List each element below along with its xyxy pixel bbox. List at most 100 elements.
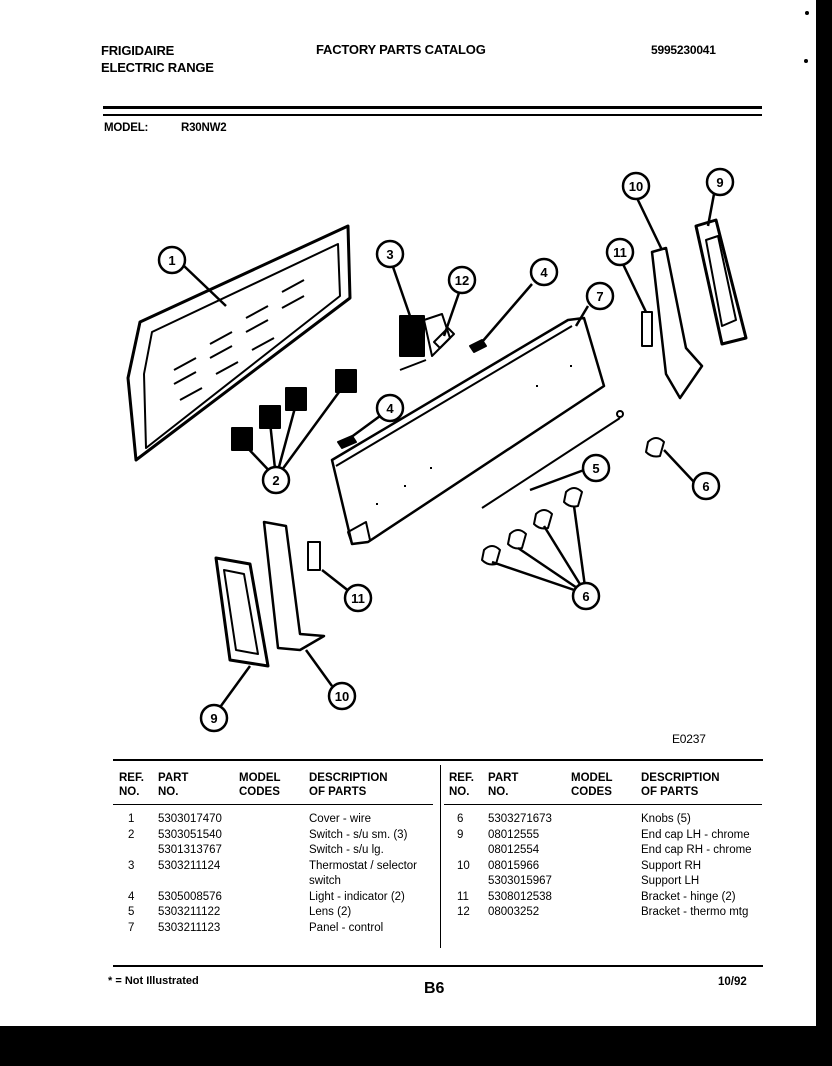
scan-speck [805,11,809,15]
table-cell-description: Switch - s/u sm. (3) [309,828,408,841]
table-cell-part-no: 5303017470 [158,813,222,825]
callout-5 [529,453,611,492]
svg-text:6: 6 [582,589,589,604]
callout-9b [199,665,252,733]
part-knobs [481,437,665,566]
not-illustrated-note: * = Not Illustrated [108,975,199,987]
header-rule-thick [103,106,762,109]
callout-4b [349,393,405,440]
svg-text:9: 9 [716,175,723,190]
svg-text:9: 9 [210,711,217,726]
header-ref-no-right: REF.NO. [449,772,474,798]
table-cell-description: Lens (2) [309,906,352,918]
svg-text:5: 5 [592,461,599,476]
part-cover-wire [126,224,352,462]
brand-name: FRIGIDAIRE [101,43,175,58]
table-cell-ref-no: 4 [128,890,135,903]
catalog-date: 10/92 [718,976,747,988]
table-cell-part-no: 5303211124 [158,859,221,872]
table-cell-ref-no: 5 [128,906,135,918]
table-cell-ref-no: 1 [128,813,135,825]
svg-text:11: 11 [351,591,365,606]
header-rule-thin [103,114,762,116]
svg-text:7: 7 [596,289,603,304]
table-cell-description: End cap RH - chrome [641,844,752,856]
table-cell-description: Support RH [641,859,702,872]
table-cell-description: Panel - control [309,921,384,934]
callout-6a [663,449,721,501]
table-cell-part-no: 5305008576 [158,890,222,903]
table-cell-part-no: 5303271673 [488,813,552,825]
table-cell-ref-no: 3 [128,859,135,872]
table-cell-ref-no: 6 [457,813,464,825]
table-cell-ref-no: 7 [128,921,135,934]
callout-7 [574,281,615,327]
exploded-parts-diagram: 1 2 3 12 4 4 7 5 6 6 10 9 11 11 10 9 [126,167,748,733]
table-cell-description: Support LH [641,875,700,887]
table-cell-description: Knobs (5) [641,813,691,825]
part-control-panel [330,316,606,546]
table-divider [440,765,441,948]
catalog-title: FACTORY PARTS CATALOG [316,42,486,57]
table-cell-part-no: 5303211123 [158,921,221,934]
header-ref-no: REF.NO. [119,772,144,798]
table-cell-ref-no: 9 [457,828,464,841]
table-cell-part-no: 08015966 [488,859,540,872]
part-thermostat [399,313,451,371]
table-cell-description: End cap LH - chrome [641,828,750,841]
callout-11b [321,569,373,613]
page-number: B6 [424,980,445,997]
table-cell-ref-no: 10 [457,859,470,872]
table-cell-part-no: 5303051540 [158,828,222,841]
catalog-number: 5995230041 [651,43,716,57]
table-cell-part-no: 08012555 [488,828,540,841]
table-cell-description: Light - indicator (2) [309,890,405,903]
table-cell-ref-no: 12 [457,906,470,918]
table-cell-part-no: 5301313767 [158,844,222,856]
part-lens-wire [481,417,621,509]
part-indicator-lights [337,339,487,449]
callout-10a [621,171,664,251]
callout-9a [705,167,735,227]
svg-text:10: 10 [335,689,349,704]
table-cell-part-no: 5303015967 [488,875,552,887]
table-cell-description: Switch - s/u lg. [309,844,384,856]
product-name: ELECTRIC RANGE [101,60,214,75]
callout-2 [241,387,344,495]
table-cell-description: Cover - wire [309,813,371,825]
svg-text:1: 1 [168,253,175,268]
svg-text:4: 4 [386,401,394,416]
svg-text:11: 11 [613,245,627,260]
callout-10b [304,649,357,711]
callout-4a [481,257,559,343]
svg-text:10: 10 [629,179,643,194]
table-cell-ref-no: 2 [128,828,135,841]
table-cell-part-no: 08012554 [488,844,540,856]
part-end-cap-rh [694,218,748,346]
callout-1 [157,245,227,307]
header-underline-left [113,804,433,805]
part-end-cap-lh [214,556,270,668]
table-cell-description: Bracket - hinge (2) [641,890,736,903]
svg-text:12: 12 [455,273,469,288]
callout-12 [442,265,477,337]
table-cell-description: switch [309,875,341,887]
table-cell-description: Bracket - thermo mtg [641,906,749,918]
part-hinge-bracket-lh [307,541,321,571]
svg-text:6: 6 [702,479,709,494]
scan-edge-bottom [0,1026,832,1066]
part-hinge-bracket-rh [641,311,653,347]
model-label: MODEL: [104,122,149,134]
svg-text:4: 4 [540,265,548,280]
scan-edge-right [816,0,832,1066]
footer-rule [113,965,763,967]
part-support-lh [262,520,326,652]
header-underline-right [444,804,762,805]
scan-speck [804,59,808,63]
table-cell-part-no: 08003252 [488,906,540,918]
